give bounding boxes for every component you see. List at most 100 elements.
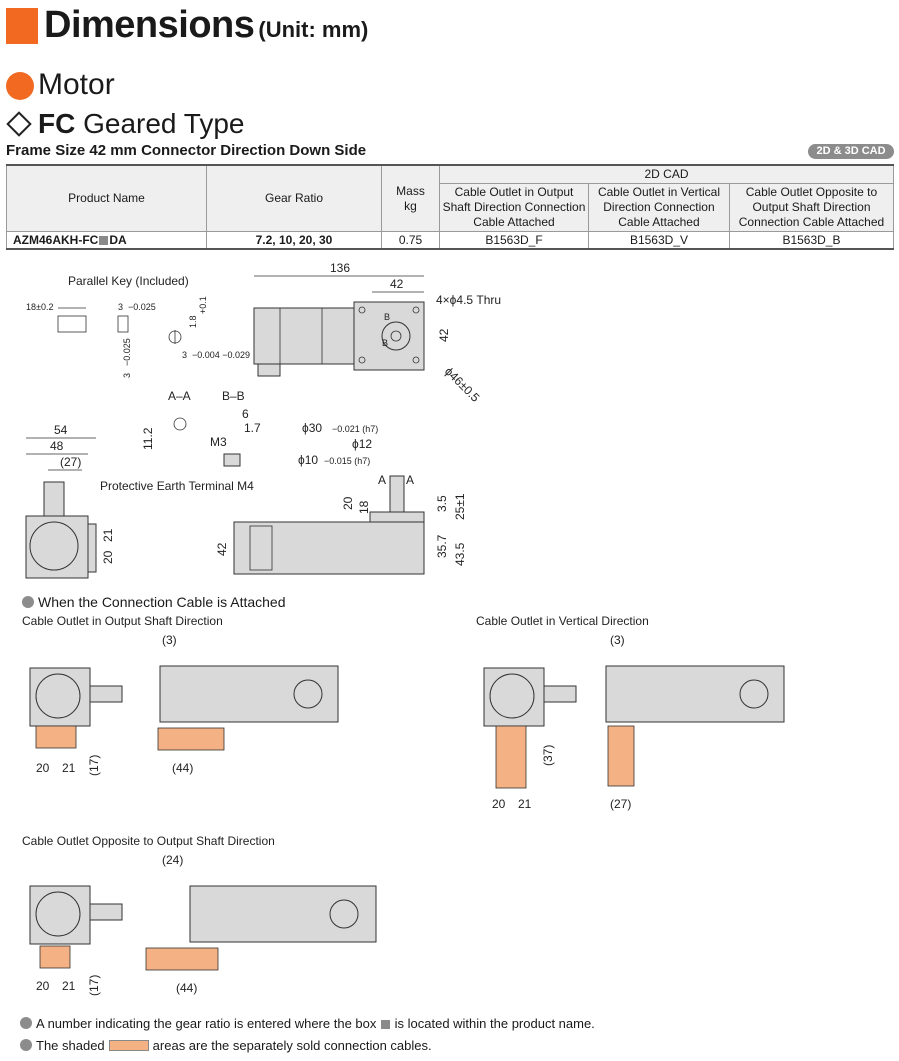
key-side-view (117, 315, 129, 333)
section-aa: A–A (168, 389, 191, 403)
cad-badge[interactable]: 2D & 3D CAD (808, 144, 894, 159)
dim-1-8: 1.8 (188, 315, 198, 328)
dim-p44: (44) (176, 981, 197, 995)
section-bb: B–B (222, 389, 245, 403)
dim-o21: 21 (62, 761, 76, 775)
cable-opposite-side (145, 947, 219, 971)
diamond-icon (6, 111, 32, 137)
dim-p20: 20 (36, 979, 50, 993)
dim-3a-tol: −0.025 (128, 302, 156, 312)
dim-42c: 42 (215, 542, 229, 556)
frame-info: Frame Size 42 mm Connector Direction Dow… (6, 142, 367, 159)
dim-phi10: ϕ10 (298, 453, 318, 467)
dim-35-7: 35.7 (435, 534, 449, 558)
bullet-icon (20, 1039, 32, 1051)
cad-link-vertical[interactable]: B1563D_V (588, 231, 730, 250)
dim-phi30-tol: −0.021 (h7) (332, 424, 378, 434)
parallel-key-label: Parallel Key (Included) (68, 274, 189, 288)
dim-p24: (24) (162, 853, 183, 867)
dim-3b: 3 (122, 373, 132, 378)
section-marker (6, 72, 34, 100)
col-cad-opposite: Cable Outlet Opposite to Output Shaft Di… (728, 183, 895, 232)
dim-27: (27) (60, 455, 81, 469)
dim-18: 18±0.2 (26, 302, 53, 312)
cable-opposite-front (39, 945, 71, 969)
dim-o20: 20 (36, 761, 50, 775)
dim-54: 54 (54, 423, 68, 437)
dim-phi12: ϕ12 (352, 437, 372, 451)
section-a2: A (406, 473, 414, 487)
title-marker (6, 8, 38, 44)
dim-42b: 42 (437, 328, 451, 342)
dim-p21: 21 (62, 979, 76, 993)
key-top-view (57, 315, 87, 333)
dim-1-8-tol: +0.1 (198, 296, 208, 314)
dim-o17: (17) (87, 755, 101, 776)
page-title: Dimensions(Unit: mm) (44, 4, 368, 47)
section-title: Motor (38, 68, 115, 101)
col-gear: Gear Ratio (206, 164, 382, 232)
cable-vertical-side (607, 725, 635, 787)
dim-3c-tol: −0.004 −0.029 (192, 350, 250, 360)
dim-43-5: 43.5 (453, 542, 467, 566)
dim-20: 20 (341, 496, 355, 510)
dimension-drawing: Parallel Key (Included) 18±0.2 3 −0.025 … (22, 261, 785, 996)
dim-1-7: 1.7 (244, 421, 261, 435)
mass-value: 0.75 (381, 231, 440, 250)
pe-terminal-label: Protective Earth Terminal M4 (100, 479, 254, 493)
dim-v27: (27) (610, 797, 631, 811)
cable-output-front (35, 725, 77, 749)
dim-o3: (3) (162, 633, 177, 647)
dim-20-front: 20 (101, 550, 115, 564)
motor-side-view (233, 521, 425, 575)
section-b1: B (384, 312, 390, 322)
dim-3-5: 3.5 (435, 495, 449, 512)
dim-18b: 18 (357, 500, 371, 514)
dim-21-front: 21 (101, 528, 115, 542)
cad-link-opposite[interactable]: B1563D_B (728, 231, 895, 250)
type-code: FC (38, 108, 76, 139)
dim-phi10-tol: −0.015 (h7) (324, 456, 370, 466)
dim-3a: 3 (118, 302, 123, 312)
shaded-sample (108, 1040, 149, 1051)
dim-v20: 20 (492, 797, 506, 811)
dim-v21: 21 (518, 797, 532, 811)
cad-link-output[interactable]: B1563D_F (438, 231, 590, 250)
col-cad-vertical: Cable Outlet in Vertical Direction Conne… (588, 183, 730, 232)
bullet-icon (22, 596, 34, 608)
note-gear-box: A number indicating the gear ratio is en… (20, 1016, 595, 1031)
dim-48: 48 (50, 439, 64, 453)
cable-vertical-front (495, 725, 527, 789)
dim-phi30: ϕ30 (302, 421, 322, 435)
cable-output-side (157, 727, 225, 751)
dim-o44: (44) (172, 761, 193, 775)
thru-holes: 4×ϕ4.5 Thru (436, 293, 501, 307)
dim-phi46: ϕ46±0.5 (442, 364, 483, 405)
dim-v3: (3) (610, 633, 625, 647)
dim-p17: (17) (87, 975, 101, 996)
motor-body-top (253, 307, 355, 365)
dim-136: 136 (330, 261, 350, 275)
caption-opposite: Cable Outlet Opposite to Output Shaft Di… (22, 834, 275, 848)
caption-vertical: Cable Outlet in Vertical Direction (476, 614, 649, 628)
dim-3c: 3 (182, 350, 187, 360)
dim-3b-tol: −0.025 (122, 338, 132, 366)
title-text: Dimensions (44, 4, 255, 46)
caption-output-shaft: Cable Outlet in Output Shaft Direction (22, 614, 223, 628)
dim-11-2: 11.2 (141, 427, 155, 450)
gear-ratio-box-icon (99, 235, 109, 245)
gear-ratio-box-icon (381, 1020, 390, 1029)
section-b2: B (382, 338, 388, 348)
bullet-icon (20, 1017, 32, 1029)
type-title: FC Geared Type (38, 108, 244, 140)
dim-v37: (37) (541, 745, 555, 766)
gear-ratio: 7.2, 10, 20, 30 (206, 231, 382, 250)
section-a1: A (378, 473, 386, 487)
dim-25: 25±1 (453, 493, 467, 520)
col-cad: 2D CAD (439, 164, 894, 184)
dim-6: 6 (242, 407, 249, 421)
col-product: Product Name (6, 164, 207, 232)
